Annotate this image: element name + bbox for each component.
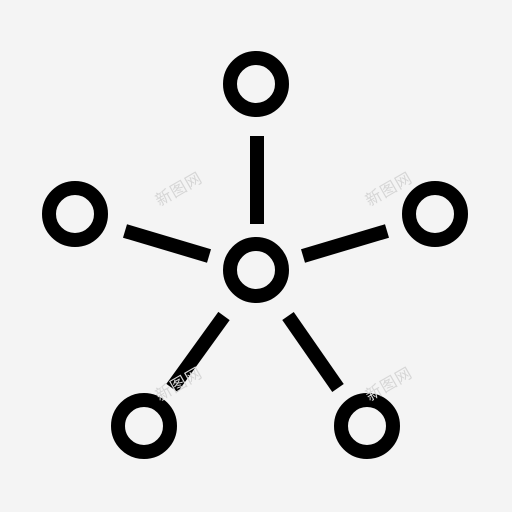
bottom-right-node bbox=[334, 393, 400, 459]
connector-line-bottom-right bbox=[282, 312, 344, 392]
right-node bbox=[402, 181, 468, 247]
left-node bbox=[42, 181, 108, 247]
bottom-left-node bbox=[111, 393, 177, 459]
connector-line-left bbox=[123, 224, 211, 263]
connector-line-right bbox=[301, 224, 389, 263]
center-node bbox=[223, 237, 289, 303]
connector-line-bottom-left bbox=[166, 311, 230, 393]
top-node bbox=[223, 51, 289, 117]
